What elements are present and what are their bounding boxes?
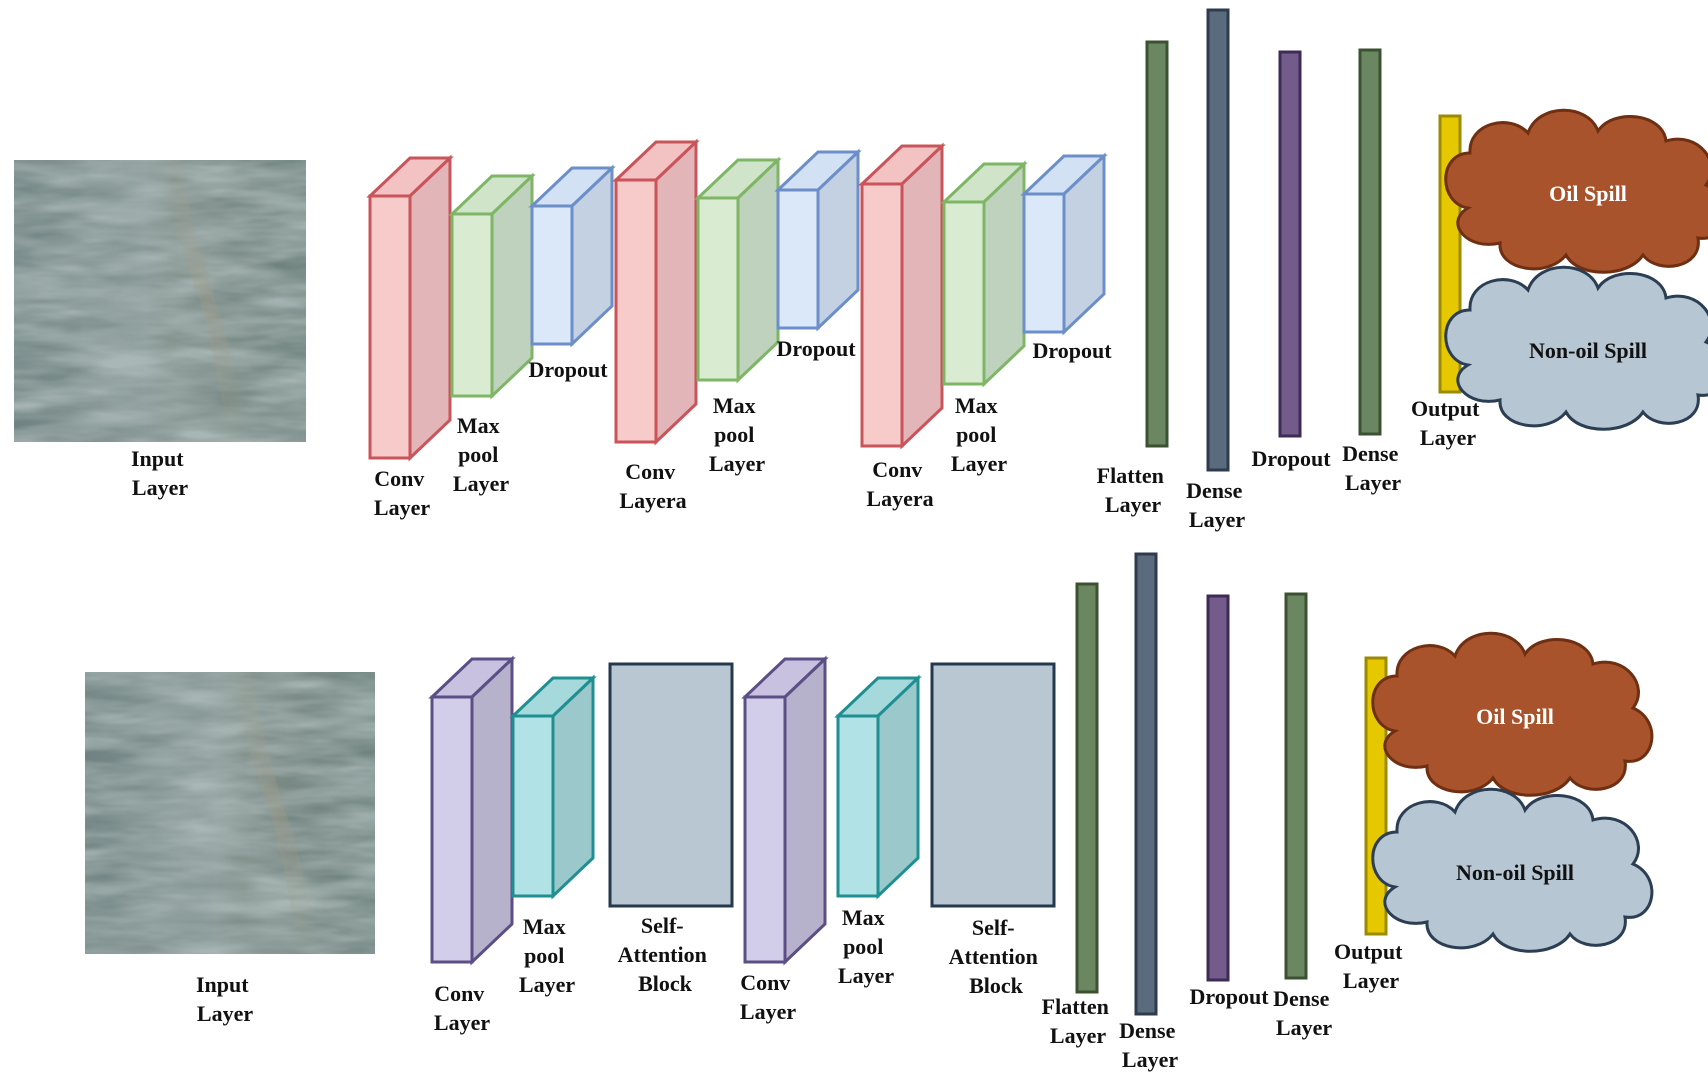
top-non-oil-spill-cloud: Non-oil Spill (1444, 265, 1708, 431)
top-oil-spill-cloud: Oil Spill (1444, 108, 1708, 274)
bottom-output-label: Output Layer (1334, 939, 1408, 993)
bottom-network: Input Layer Conv Layer Max pool Layer Se… (85, 552, 1654, 1072)
top-maxpool-layer-1 (448, 172, 536, 400)
top-output-label: Output Layer (1411, 396, 1485, 450)
top-flatten-label: Flatten Layer (1097, 463, 1170, 517)
top-conv-layer-1 (366, 154, 454, 462)
top-conv-layer-2 (612, 138, 700, 446)
bottom-dense-bar-2 (1284, 592, 1308, 980)
top-input-label: Input Layer (131, 446, 189, 500)
top-conv1-label: Conv Layer (374, 466, 430, 520)
bottom-non-oil-spill-text: Non-oil Spill (1456, 860, 1574, 885)
bottom-dense-bar-1 (1134, 552, 1158, 1016)
top-maxpool-layer-2 (694, 156, 782, 384)
bottom-flatten-bar (1075, 582, 1099, 994)
top-oil-spill-text: Oil Spill (1549, 181, 1627, 206)
top-pool3-label: Max pool Layer (951, 393, 1007, 476)
top-drop2-label: Dropout (776, 336, 856, 361)
bottom-conv2-label: Conv Layer (740, 970, 796, 1024)
top-drop1-label: Dropout (528, 357, 608, 382)
bottom-self-attention-block-2 (930, 662, 1056, 908)
bottom-dense1-label: Dense Layer (1119, 1018, 1181, 1072)
top-drop3-label: Dropout (1032, 338, 1112, 363)
top-flatten-bar (1145, 40, 1169, 448)
bottom-input-image (85, 672, 375, 954)
top-conv2-label: Conv Layera (619, 459, 686, 513)
bottom-dropout-bar-label: Dropout (1189, 984, 1269, 1009)
top-dense-bar-1 (1206, 8, 1230, 472)
bottom-conv1-label: Conv Layer (434, 981, 490, 1035)
top-conv3-label: Conv Layera (866, 457, 933, 511)
bottom-flatten-label: Flatten Layer (1042, 994, 1115, 1048)
bottom-attn1-label: Self- Attention Block (618, 913, 713, 996)
bottom-dense2-label: Dense Layer (1273, 986, 1335, 1040)
top-input-image (14, 160, 306, 442)
top-dropout-3 (1020, 152, 1108, 336)
bottom-conv-layer-2 (741, 655, 829, 966)
bottom-self-attention-block-1 (608, 662, 734, 908)
top-non-oil-spill-text: Non-oil Spill (1529, 338, 1647, 363)
top-pool2-label: Max pool Layer (709, 393, 765, 476)
bottom-pool1-label: Max pool Layer (519, 914, 575, 997)
top-dropout-bar (1278, 50, 1302, 438)
top-maxpool-layer-3 (940, 160, 1028, 388)
bottom-maxpool-layer-2 (834, 674, 922, 900)
top-pool1-label: Max pool Layer (453, 413, 509, 496)
bottom-conv-layer-1 (428, 655, 516, 966)
bottom-non-oil-spill-cloud: Non-oil Spill (1371, 787, 1654, 953)
top-dense2-label: Dense Layer (1342, 441, 1404, 495)
bottom-dropout-bar (1206, 594, 1230, 982)
bottom-attn2-label: Self- Attention Block (949, 915, 1044, 998)
top-dropout-2 (774, 148, 862, 332)
bottom-pool2-label: Max pool Layer (838, 905, 894, 988)
top-conv-layer-3 (858, 142, 946, 450)
top-dense1-label: Dense Layer (1186, 478, 1248, 532)
top-dropout-bar-label: Dropout (1251, 446, 1331, 471)
top-network: Input Layer Conv Layer Max pool Layer (14, 8, 1708, 532)
bottom-maxpool-layer-1 (509, 674, 597, 900)
bottom-oil-spill-text: Oil Spill (1476, 704, 1554, 729)
bottom-input-label: Input Layer (196, 972, 254, 1026)
bottom-oil-spill-cloud: Oil Spill (1371, 631, 1654, 797)
top-dense-bar-2 (1358, 48, 1382, 436)
top-dropout-1 (528, 164, 616, 348)
